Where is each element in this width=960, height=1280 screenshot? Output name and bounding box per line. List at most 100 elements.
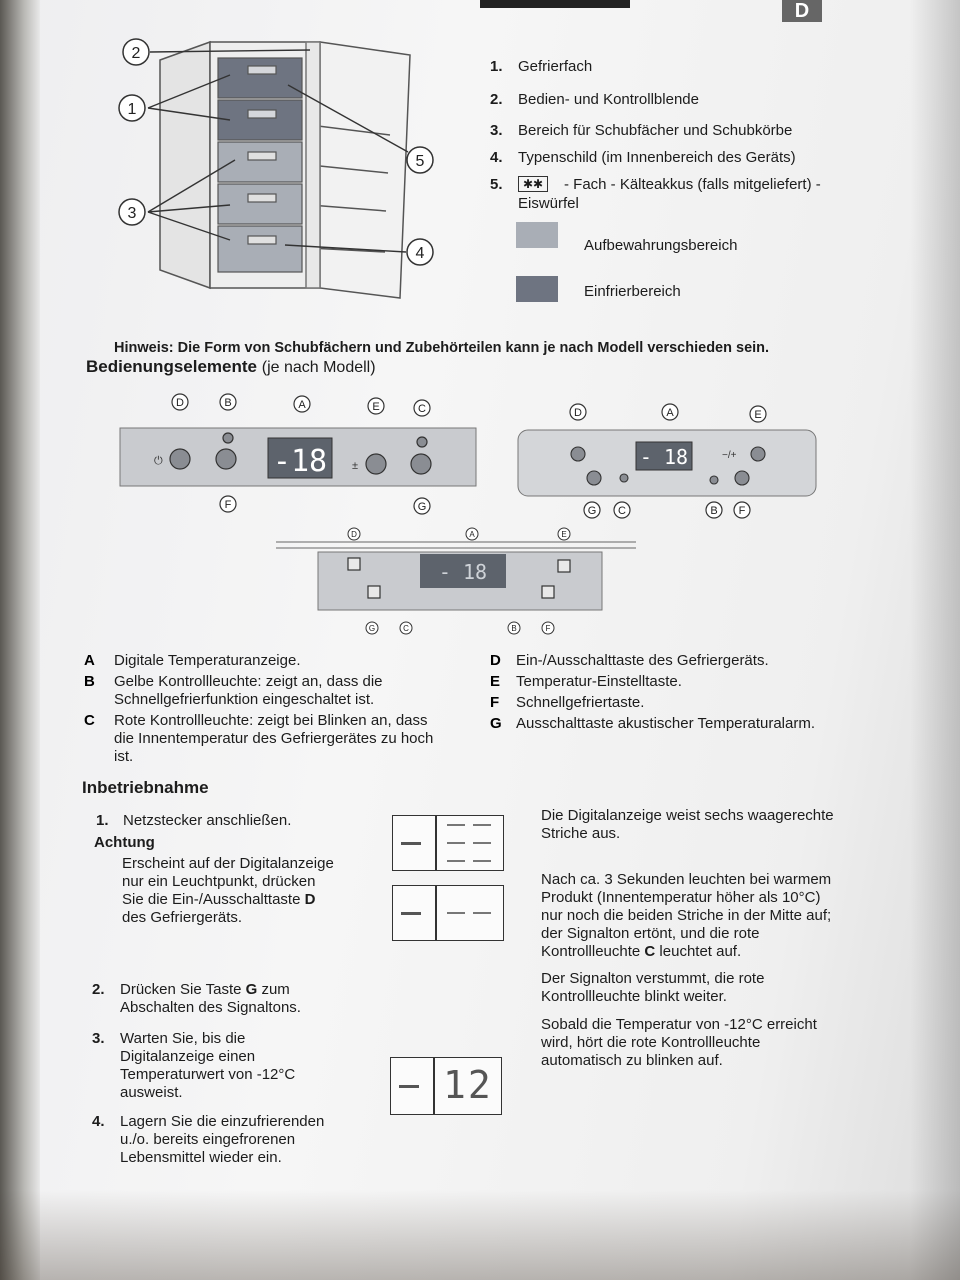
part-number: 5. — [490, 176, 503, 193]
alarm-off-button[interactable] — [586, 470, 602, 486]
fast-freeze-button[interactable] — [734, 470, 750, 486]
temperature-button[interactable] — [750, 446, 766, 462]
yellow-indicator-led — [222, 432, 234, 444]
legend-letter: B — [84, 673, 95, 690]
label-g: G — [418, 501, 427, 513]
legend-text: Schnellgefriertaste. — [516, 694, 645, 711]
note-line: leuchtet auf. — [659, 943, 742, 960]
controls-legend: A Digitale Temperaturanzeige. B Gelbe Ko… — [84, 652, 924, 772]
note-line: Die Digitalanzeige weist sechs waagerech… — [541, 807, 834, 824]
label-f: F — [739, 505, 746, 517]
step-text: zum — [261, 981, 290, 998]
key-d: D — [304, 891, 316, 908]
note-line: nur noch die beiden Striche in der Mitte… — [541, 907, 832, 924]
fast-freeze-button[interactable] — [541, 585, 555, 599]
right-note-3: Der Signalton verstummt, die rote Kontro… — [541, 970, 764, 1006]
step-number: 2. — [92, 981, 105, 998]
control-panel-model-1: -18 ⏻ ± D B A E C F G — [119, 393, 477, 515]
header-rule — [480, 0, 630, 8]
legend-text: Ein-/Ausschalttaste des Gefriergeräts. — [516, 652, 769, 669]
legend-text: die Innentemperatur des Gefriergerätes z… — [114, 730, 434, 747]
label-d: D — [574, 407, 582, 419]
bottom-shadow — [0, 1190, 960, 1280]
step-number: 3. — [92, 1030, 105, 1047]
legend-text: Gelbe Kontrollleuchte: zeigt an, dass di… — [114, 673, 383, 690]
red-indicator-led — [619, 473, 629, 483]
power-button[interactable] — [169, 448, 191, 470]
note-line: der Signalton ertönt, und die rote — [541, 925, 760, 942]
display-minus-12: 12 — [390, 1057, 502, 1115]
callout-4: 4 — [416, 245, 425, 262]
alarm-off-button[interactable] — [410, 453, 432, 475]
controls-subtitle: (je nach Modell) — [261, 359, 376, 376]
part-number: 3. — [490, 122, 503, 139]
fast-freeze-button[interactable] — [215, 448, 237, 470]
note-line: wird, hört die rote Kontrollleuchte — [541, 1034, 761, 1051]
controls-heading: Bedienungselemente (je nach Modell) — [86, 357, 376, 377]
plus-minus-icon: ± — [352, 460, 358, 472]
setup-step-1: 1. Netzstecker anschließen. — [96, 812, 291, 830]
language-badge: D — [782, 0, 822, 22]
attention-line: nur ein Leuchtpunkt, drücken — [122, 873, 316, 890]
attention-text: Erscheint auf der Digitalanzeige nur ein… — [122, 855, 382, 927]
legend-letter: C — [84, 712, 95, 729]
power-button[interactable] — [570, 446, 586, 462]
model-note: Hinweis: Die Form von Schubfächern und Z… — [114, 340, 770, 356]
label-f: F — [546, 624, 551, 633]
power-button[interactable] — [347, 557, 361, 571]
storage-zone-label: Aufbewahrungsbereich — [584, 237, 738, 254]
label-a: A — [666, 407, 674, 419]
label-d: D — [176, 397, 184, 409]
step-text: u./o. bereits eingefrorenen — [120, 1131, 296, 1148]
step-text: Warten Sie, bis die — [120, 1030, 246, 1047]
display-six-dashes — [392, 815, 504, 871]
part-number: 1. — [490, 58, 503, 75]
note-line: Kontrollleuchte blinkt weiter. — [541, 988, 727, 1005]
note-line: Produkt (Innentemperatur höher als 10°C) — [541, 889, 821, 906]
part-text: - Fach - Kälteakkus (falls mitgeliefert)… — [564, 176, 821, 193]
part-text: Typenschild (im Innenbereich des Geräts) — [518, 149, 796, 166]
alarm-off-button[interactable] — [367, 585, 381, 599]
label-e: E — [372, 401, 379, 413]
red-indicator-led — [416, 436, 428, 448]
step-text: Temperaturwert von -12°C — [120, 1066, 296, 1083]
callout-3: 3 — [128, 205, 137, 222]
label-c: C — [618, 505, 626, 517]
label-e: E — [561, 530, 566, 539]
right-note-1: Die Digitalanzeige weist sechs waagerech… — [541, 807, 834, 843]
step-text: Abschalten des Signaltons. — [120, 999, 301, 1016]
attention-line: des Gefriergeräts. — [122, 909, 243, 926]
part-text: Gefrierfach — [518, 58, 593, 75]
label-b: B — [710, 505, 717, 517]
controls-title: Bedienungselemente — [86, 357, 257, 376]
freezing-zone-label: Einfrierbereich — [584, 283, 681, 300]
step-text: Lebensmittel wieder ein. — [120, 1149, 282, 1166]
setup-heading: Inbetriebnahme — [82, 778, 209, 797]
note-line: Nach ca. 3 Sekunden leuchten bei warmem — [541, 871, 832, 888]
part-item: 5. ✱✱ - Fach - Kälteakkus (falls mitgeli… — [490, 176, 910, 212]
minus-plus-icon: −/+ — [722, 450, 737, 461]
label-b: B — [224, 397, 231, 409]
temperature-button[interactable] — [557, 559, 571, 573]
callout-5: 5 — [416, 153, 425, 170]
callout-1: 1 — [128, 101, 137, 118]
legend-text: Ausschalttaste akustischer Temperaturala… — [516, 715, 816, 732]
step-text: Drücken Sie Taste — [120, 981, 242, 998]
legend-letter: F — [490, 694, 500, 711]
step-text: ausweist. — [120, 1084, 183, 1101]
legend-text: Schnellgefrierfunktion eingeschaltet ist… — [114, 691, 375, 708]
part-item: 1. Gefrierfach — [490, 58, 910, 76]
step-text: Lagern Sie die einzufrierenden — [120, 1113, 325, 1130]
note-line: automatisch zu blinken auf. — [541, 1052, 723, 1069]
note-line: Kontrollleuchte — [541, 943, 641, 960]
label-c: C — [418, 403, 426, 415]
legend-letter: G — [490, 715, 502, 732]
star-compartment-icon: ✱✱ — [518, 176, 549, 192]
attention-line: Sie die Ein-/Ausschalttaste — [122, 891, 301, 908]
temperature-button[interactable] — [365, 453, 387, 475]
part-number: 4. — [490, 149, 503, 166]
label-c: C — [403, 624, 409, 633]
legend-text: Digitale Temperaturanzeige. — [114, 652, 301, 669]
callout-2: 2 — [132, 45, 141, 62]
